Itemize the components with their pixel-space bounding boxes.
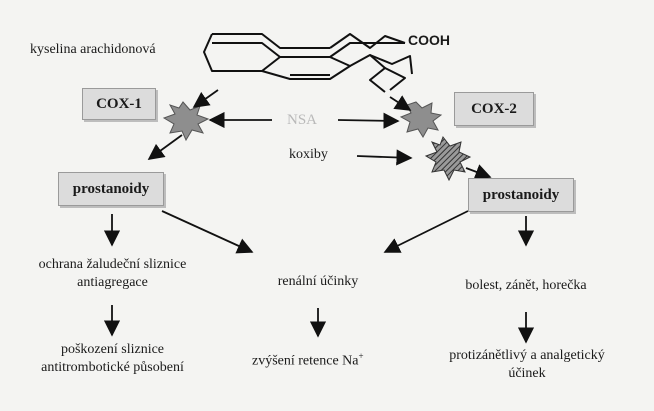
koxiby-inhibition-burst [424,135,472,182]
sodium-charge: + [358,351,364,361]
arrow-prostanoidy-left-to-renal [161,210,254,254]
prostanoidy-left-box: prostanoidy [58,172,164,206]
carboxyl-group-label: COOH [408,32,450,48]
cox1-inhibition-burst [162,101,210,142]
middle-outcome-label: zvýšení retence Na+ [252,348,364,370]
left-effect-line2: antiagregace [77,275,148,290]
cox2-label: COX-2 [471,100,517,117]
cox1-label: COX-1 [96,95,142,112]
right-effect-label: bolest, zánět, horečka [465,278,587,293]
arrow-cox2-to-prostanoidy [465,164,492,180]
right-outcome-line1: protizánětlivý a analgetický [449,348,605,363]
molecule-name-label: kyselina arachidonová [30,42,156,57]
prostanoidy-right-box: prostanoidy [468,178,574,212]
prostanoidy-left-label: prostanoidy [72,180,150,197]
arachidonic-acid-structure [203,33,413,93]
arrow-nsa-to-cox2 [337,112,400,129]
arrow-cox1-to-prostanoidy [147,134,183,160]
arrow-acid-to-cox1 [192,89,219,108]
left-effect-line1: ochrana žaludeční sliznice [38,257,187,272]
pathway-arrows [103,89,535,344]
left-outcome-line1: poškození sliznice [60,342,165,357]
middle-outcome-text: zvýšení retence Na [252,353,359,369]
koxiby-label: koxiby [289,147,328,162]
nsa-label: NSA [287,112,318,128]
arrow-prostanoidy-right-to-renal [383,210,469,253]
left-outcome-line2: antitrombotické působení [41,360,184,375]
right-outcome-line2: účinek [508,366,546,381]
arrow-acid-to-cox2 [389,95,412,111]
prostanoidy-right-label: prostanoidy [482,186,560,203]
renal-effect-label: renální účinky [277,274,359,289]
arrow-koxiby-to-cox2 [356,149,413,166]
cox2-box: COX-2 [454,92,534,126]
cox1-box: COX-1 [82,88,156,120]
